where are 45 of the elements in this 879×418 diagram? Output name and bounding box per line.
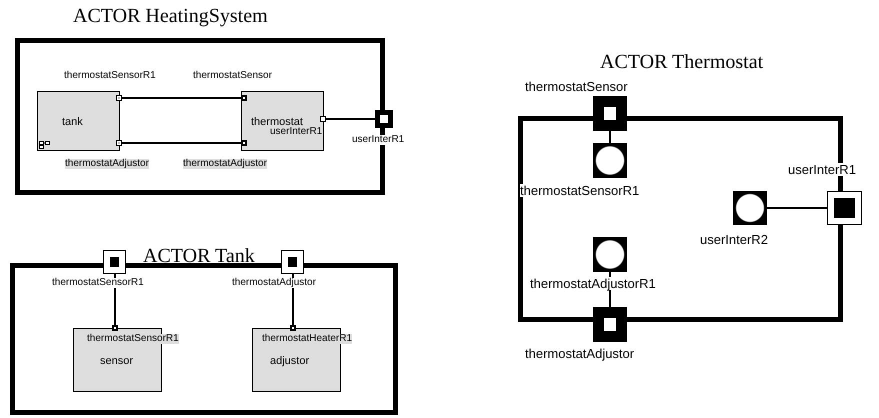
port-label: userInterR1 bbox=[270, 127, 322, 137]
port-label: thermostatSensor bbox=[525, 80, 628, 93]
port-label: thermostatHeaterR1 bbox=[262, 334, 352, 344]
end-port-symbol bbox=[593, 237, 627, 272]
actor-title: ACTOR HeatingSystem bbox=[73, 6, 268, 26]
connector-line bbox=[767, 207, 827, 209]
connector-line bbox=[609, 131, 611, 143]
port-label: userInterR2 bbox=[700, 233, 768, 246]
port-label: thermostatSensorR1 bbox=[52, 278, 144, 288]
connector-line bbox=[609, 272, 611, 307]
port-symbol bbox=[375, 110, 393, 128]
port-symbol bbox=[103, 250, 126, 274]
port-symbol bbox=[116, 95, 122, 101]
actor-name: sensor bbox=[100, 356, 134, 367]
port-label: thermostatSensorR1 bbox=[520, 184, 640, 197]
connector-line bbox=[326, 118, 375, 120]
port-symbol bbox=[827, 191, 862, 225]
actor-title: ACTOR Tank bbox=[143, 246, 255, 266]
port-symbol bbox=[116, 140, 122, 146]
port-label: thermostatAdjustor bbox=[232, 278, 316, 288]
connector-line bbox=[122, 142, 241, 144]
port-symbol bbox=[241, 140, 247, 146]
port-label: thermostatSensorR1 bbox=[87, 334, 179, 344]
port-label: thermostatSensor bbox=[193, 71, 272, 81]
port-symbol bbox=[241, 95, 247, 101]
port-symbol bbox=[281, 250, 304, 274]
port-label: thermostatAdjustorR1 bbox=[530, 277, 656, 290]
port-symbol bbox=[290, 325, 296, 331]
actor-title: ACTOR Thermostat bbox=[600, 52, 764, 72]
port-label: thermostatAdjustor bbox=[525, 347, 634, 360]
port-label: userInterR1 bbox=[788, 163, 856, 176]
port-symbol bbox=[593, 96, 627, 131]
actor-name: thermostat bbox=[251, 117, 303, 128]
actor-name: tank bbox=[62, 117, 83, 128]
port-label: userInterR1 bbox=[352, 135, 404, 145]
port-label: thermostatAdjustor bbox=[183, 159, 267, 169]
end-port-symbol bbox=[733, 191, 767, 225]
connector-line bbox=[122, 97, 241, 99]
port-label: thermostatAdjustor bbox=[65, 159, 149, 169]
port-label: thermostatSensorR1 bbox=[64, 71, 156, 81]
port-symbol bbox=[112, 325, 118, 331]
port-symbol bbox=[593, 307, 627, 342]
actor-name: adjustor bbox=[270, 356, 310, 367]
port-symbol bbox=[320, 116, 326, 122]
end-port-symbol bbox=[593, 143, 627, 178]
